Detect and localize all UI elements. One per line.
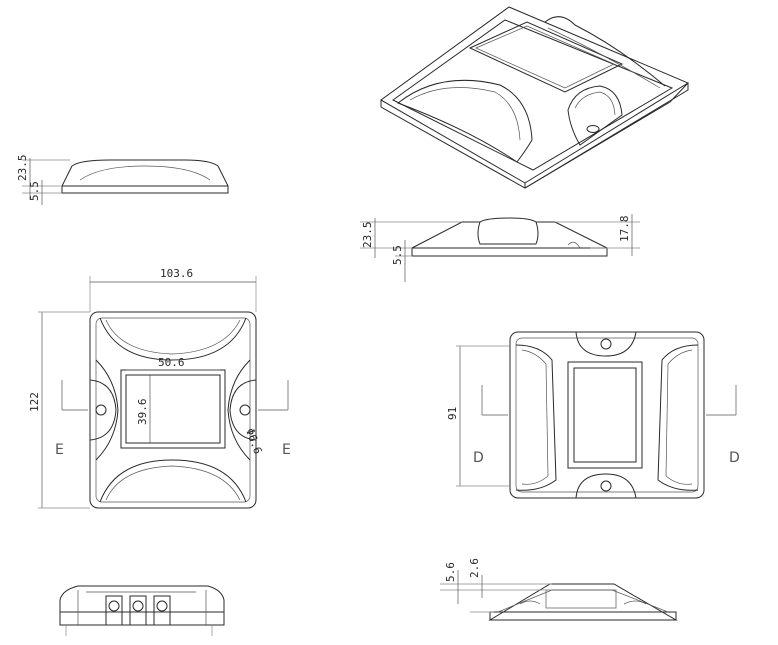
dim-width-top: 103.6: [160, 267, 193, 280]
reflector-iso-left: [396, 79, 533, 163]
dim-hole-diameter: Φ6.6: [243, 427, 264, 456]
section-d-view: 5.6 2.6: [440, 558, 678, 621]
section-e-view: [59, 585, 225, 636]
section-mark-e-left: E: [55, 442, 64, 458]
top-view-right: 91 D D: [446, 331, 740, 499]
dim-side-base-h: 5.5: [28, 181, 41, 201]
dim-height-left: 122: [28, 392, 41, 412]
dim-bottom-h1: 5.6: [444, 562, 457, 582]
front-view-small: 23.5 5.5 17.8: [360, 214, 640, 282]
dim-front-total-h: 23.5: [361, 222, 374, 249]
dim-window-width: 50.6: [158, 356, 185, 369]
section-mark-d-right: D: [729, 450, 740, 466]
top-view-dimensioned: 103.6 122 50.6 39.6 Φ6.6 E E: [28, 267, 291, 509]
reflector-iso-right: [567, 85, 623, 146]
dim-window-height: 39.6: [136, 399, 149, 426]
dim-front-right-h: 17.8: [618, 216, 631, 243]
dim-view2-height: 91: [446, 407, 459, 420]
mount-hole-iso: [586, 125, 600, 133]
solar-panel-iso: [468, 21, 624, 93]
dim-side-total-h: 23.5: [16, 155, 29, 182]
dim-front-base-h: 5.5: [391, 245, 404, 265]
side-view-small: 23.5 5.5: [16, 155, 229, 205]
section-mark-d-left: D: [473, 450, 484, 466]
section-mark-e-right: E: [282, 442, 291, 458]
dim-bottom-h2: 2.6: [468, 558, 481, 578]
isometric-view: [380, 6, 689, 189]
